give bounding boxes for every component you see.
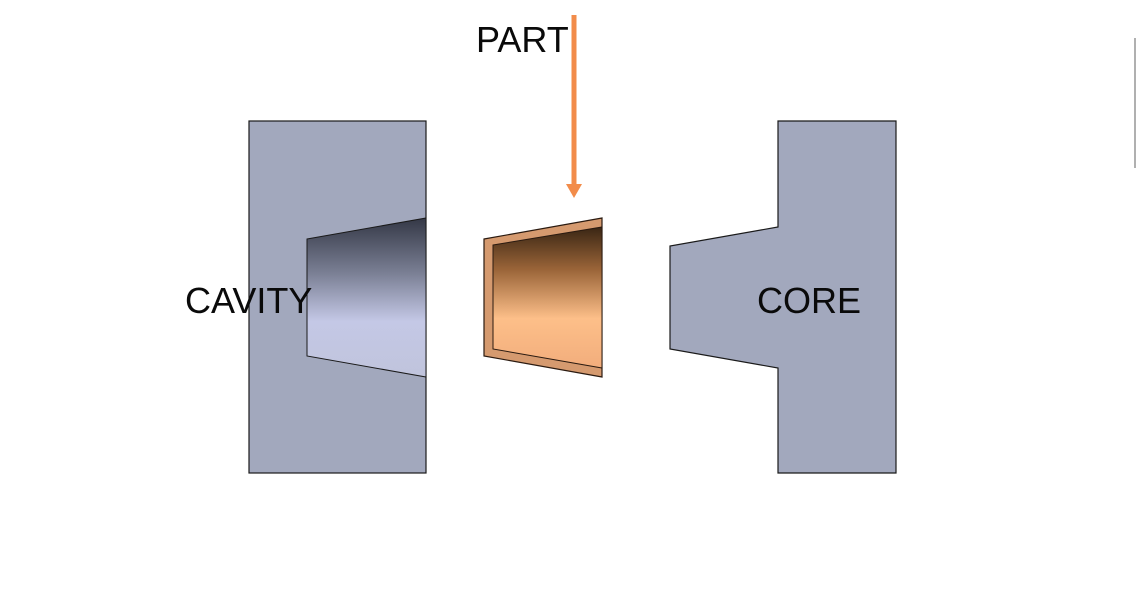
arrow-head <box>566 184 582 198</box>
core-block-body <box>669 120 897 474</box>
part-inner <box>492 226 603 369</box>
core-label: CORE <box>757 280 862 321</box>
part-shell <box>483 217 603 378</box>
core-block <box>669 120 897 474</box>
part-arrow <box>566 15 582 198</box>
cavity-recess <box>306 217 427 378</box>
page-edge-line <box>1134 38 1136 168</box>
cavity-label: CAVITY <box>185 280 313 321</box>
part-label: PART <box>476 19 569 60</box>
cavity-block <box>248 120 427 474</box>
